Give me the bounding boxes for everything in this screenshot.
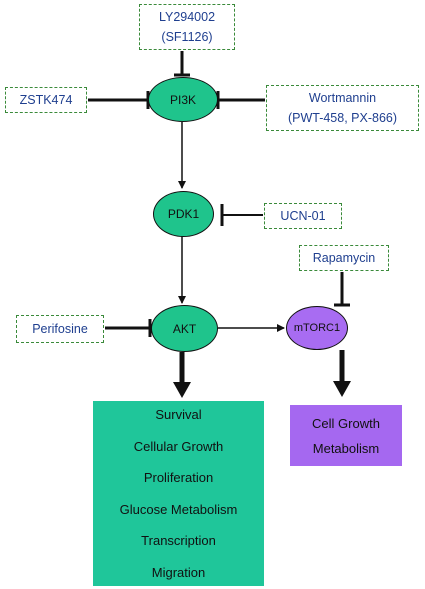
ly294002-label: LY294002 <box>158 10 216 24</box>
inhibitor-ly294002: LY294002 (SF1126) <box>139 4 235 50</box>
sf1126-label: (SF1126) <box>161 30 213 44</box>
akt-output-glucose-metabolism: Glucose Metabolism <box>119 501 238 517</box>
akt-output-proliferation: Proliferation <box>143 470 214 485</box>
inhibitor-zstk474: ZSTK474 <box>5 87 87 113</box>
mtorc1-outputs-box: Cell Growth Metabolism <box>290 405 402 466</box>
akt-output-survival: Survival <box>155 407 202 422</box>
wortmannin-analogs-label: (PWT-458, PX-866) <box>287 111 398 125</box>
inhibitor-perifosine: Perifosine <box>16 315 104 343</box>
zstk474-label: ZSTK474 <box>19 93 73 107</box>
perifosine-label: Perifosine <box>32 322 88 336</box>
akt-output-migration: Migration <box>151 564 206 580</box>
pdk1-label: PDK1 <box>167 207 200 221</box>
inhibitor-rapamycin: Rapamycin <box>299 245 389 271</box>
inhibitor-wortmannin: Wortmannin (PWT-458, PX-866) <box>266 85 419 131</box>
akt-output-cellular-growth: Cellular Growth <box>133 438 224 454</box>
akt-label: AKT <box>172 321 197 336</box>
wortmannin-label: Wortmannin <box>308 91 377 105</box>
akt-outputs-box: Survival Cellular Growth Proliferation G… <box>93 401 264 586</box>
mtorc1-label: mTORC1 <box>293 322 341 334</box>
arrowhead-mtorc1-outputs <box>333 381 351 397</box>
inhibitor-ucn01: UCN-01 <box>264 203 342 229</box>
mtorc1-output-metabolism: Metabolism <box>312 440 380 456</box>
pi3k-label: PI3K <box>169 92 196 107</box>
arrowhead-akt-outputs <box>173 382 191 398</box>
node-akt: AKT <box>151 305 218 352</box>
rapamycin-label: Rapamycin <box>312 251 376 265</box>
node-mtorc1: mTORC1 <box>286 306 348 350</box>
node-pi3k: PI3K <box>148 77 218 122</box>
ucn01-label: UCN-01 <box>280 209 326 223</box>
akt-output-transcription: Transcription <box>141 533 216 548</box>
mtorc1-output-cell-growth: Cell Growth <box>312 415 380 431</box>
node-pdk1: PDK1 <box>153 191 214 237</box>
